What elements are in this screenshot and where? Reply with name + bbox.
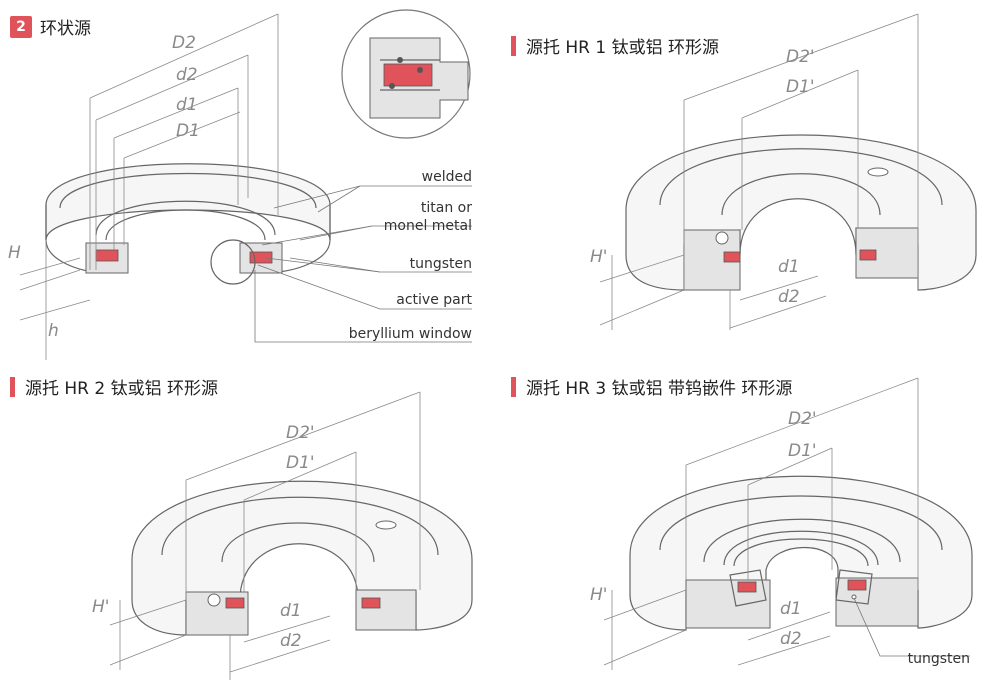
callout-titan-2: monel metal [384,218,472,234]
panel-2-header: 源托 HR 1 钛或铝 环形源 [511,33,719,58]
dim-d2: d2 [176,65,198,85]
callout-welded: welded [422,169,472,185]
callout-beryllium-window: beryllium window [349,326,472,342]
accent-bar [10,376,15,397]
panel-3-title: 源托 HR 2 钛或铝 环形源 [25,379,219,399]
dim-d2: d2 [778,287,800,307]
panel-3-header: 源托 HR 2 钛或铝 环形源 [10,374,218,399]
dim-D2-prime: D2' [786,47,815,67]
section-number-badge: 2 [10,15,32,38]
dim-H-prime: H' [590,247,607,267]
panel-4-header: 源托 HR 3 钛或铝 带钨嵌件 环形源 [511,374,792,399]
dim-D1-prime: D1' [788,441,817,461]
dim-D2-prime: D2' [788,409,817,429]
callout-tungsten-hr3: tungsten [908,651,970,667]
callout-titan-1: titan or [421,200,472,216]
callout-tungsten: tungsten [410,256,472,272]
panel-2-title: 源托 HR 1 钛或铝 环形源 [526,38,720,58]
ring-source-drawing: D2 d2 d1 D1 H h welded titan or monel me… [8,9,473,360]
hr3-holder-drawing: D2' D1' H' d1 d2 tungsten [590,377,973,670]
dim-D1-prime: D1' [786,77,815,97]
dim-H-prime: H' [590,585,607,605]
accent-bar [511,35,516,56]
dim-D1-prime: D1' [286,453,315,473]
callout-active-part: active part [396,292,472,308]
dim-D2: D2 [172,33,196,53]
dim-H-prime: H' [92,597,109,617]
dim-D1: D1 [176,121,200,141]
dim-d1: d1 [280,601,302,621]
dim-d1: d1 [778,257,800,277]
accent-bar [511,376,516,397]
dim-h: h [48,321,59,341]
dim-d1: d1 [780,599,802,619]
dim-d1: d1 [176,95,198,115]
hr1-holder-drawing: D2' D1' H' d1 d2 [590,13,977,330]
dim-H: H [8,243,21,263]
dim-D2-prime: D2' [286,423,315,443]
dim-d2: d2 [280,631,302,651]
panel-1-title: 环状源 [40,19,91,39]
panel-4-title: 源托 HR 3 钛或铝 带钨嵌件 环形源 [526,379,793,399]
panel-1-header: 2 环状源 [10,14,91,39]
dim-d2: d2 [780,629,802,649]
hr2-holder-drawing: D2' D1' H' d1 d2 [92,391,473,680]
